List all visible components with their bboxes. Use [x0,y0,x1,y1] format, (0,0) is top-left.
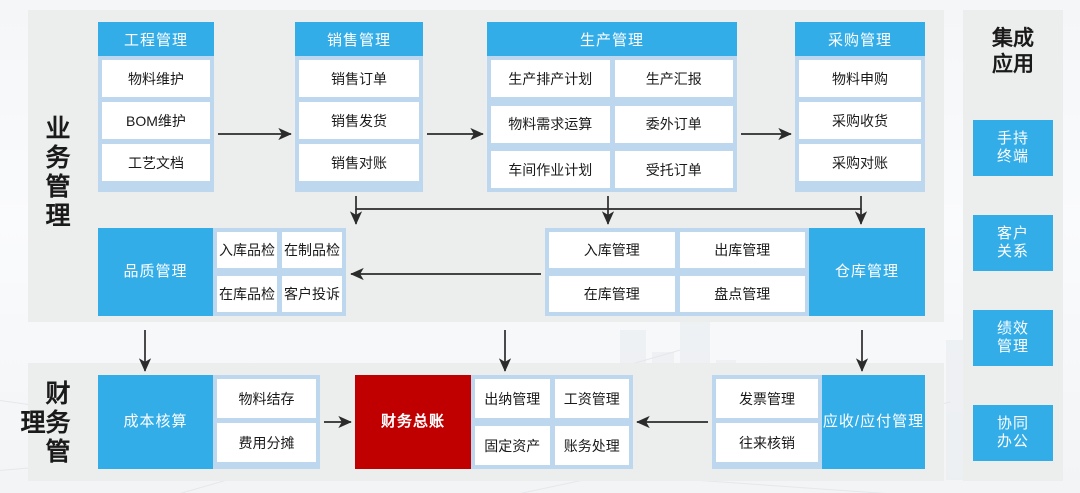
cell-purchase-reconciliation[interactable]: 采购对账 [799,144,921,181]
module-header-production: 生产管理 [487,22,737,56]
cell-outbound-management[interactable]: 出库管理 [679,232,805,268]
module-cells-engineering: 物料维护 BOM维护 工艺文档 [98,56,214,192]
cell-customer-complaint[interactable]: 客户投诉 [282,276,342,312]
cell-settlement-writeoff[interactable]: 往来核销 [716,423,818,462]
module-cells-purchasing: 物料申购 采购收货 采购对账 [795,56,925,192]
module-cells-sales: 销售订单 销售发货 销售对账 [295,56,423,192]
integration-title-line1: 集成 [992,27,1034,50]
module-receivable-payable[interactable]: 发票管理 往来核销 应收/应付 管理 [712,375,925,469]
module-cells-warehouse: 入库管理 出库管理 在库管理 盘点管理 [545,228,809,316]
module-cells-cost: 物料结存 费用分摊 [213,375,320,469]
module-engineering-management[interactable]: 工程管理 物料维护 BOM维护 工艺文档 [98,22,214,192]
module-warehouse-management[interactable]: 入库管理 出库管理 在库管理 盘点管理 仓库管理 [545,228,925,316]
cell-sales-reconciliation[interactable]: 销售对账 [299,144,419,181]
integration-section-title: 集成 应用 [963,26,1063,77]
module-purchasing-management[interactable]: 采购管理 物料申购 采购收货 采购对账 [795,22,925,192]
module-header-receivable-payable: 应收/应付 管理 [822,375,925,469]
cell-outsourcing-order[interactable]: 委外订单 [614,105,733,143]
cell-material-requirement-calc[interactable]: 物料需求运算 [491,105,610,143]
cell-inbound-inspection[interactable]: 入库品检 [217,232,277,268]
cell-production-report[interactable]: 生产汇报 [614,60,733,97]
app-label-line1: 客户 [996,224,1029,242]
module-header-cost-accounting: 成本核算 [98,375,213,469]
app-label-line1: 手持 [996,129,1029,147]
module-header-sales: 销售管理 [295,22,423,56]
app-label-line2: 办公 [996,433,1029,450]
cell-expense-allocation[interactable]: 费用分摊 [217,423,316,462]
cell-fixed-assets[interactable]: 固定资产 [475,426,550,465]
module-header-engineering: 工程管理 [98,22,214,56]
cell-sales-delivery[interactable]: 销售发货 [299,102,419,139]
app-label-line1: 协同 [996,414,1029,432]
cell-material-maintenance[interactable]: 物料维护 [102,60,210,97]
module-general-ledger-cells: 出纳管理 工资管理 固定资产 账务处理 [471,375,633,469]
app-label-line2: 终端 [996,148,1029,165]
receivable-header-line2: 管理 [892,412,925,430]
module-cost-accounting[interactable]: 成本核算 物料结存 费用分摊 [98,375,320,469]
cell-payroll-management[interactable]: 工资管理 [554,379,629,418]
cell-accounting-processing[interactable]: 账务处理 [554,426,629,465]
cell-purchase-receipt[interactable]: 采购收货 [799,102,921,139]
app-label-line1: 绩效 [996,319,1029,337]
receivable-header-line1: 应收/应付 [822,412,893,430]
cell-invoice-management[interactable]: 发票管理 [716,379,818,418]
integration-app-customer-relationship[interactable]: 客户 关系 [973,215,1053,271]
cell-bom-maintenance[interactable]: BOM维护 [102,102,210,139]
app-label-line2: 管理 [996,338,1029,355]
cell-instock-management[interactable]: 在库管理 [549,276,675,312]
integration-title-line2: 应用 [992,52,1034,76]
module-header-general-ledger[interactable]: 财务总账 [355,375,471,469]
finance-section-title: 财务管理 [17,379,70,467]
integration-app-handheld-terminal[interactable]: 手持 终端 [973,120,1053,176]
integration-app-collaborative-office[interactable]: 协同 办公 [973,405,1053,461]
module-cells-quality: 入库品检 在制品检 在库品检 客户投诉 [213,228,346,316]
module-production-management[interactable]: 生产管理 生产排产计划 生产汇报 物料需求运算 委外订单 车间作业计划 受托订单 [487,22,737,192]
module-header-quality: 品质管理 [98,228,213,316]
module-header-purchasing: 采购管理 [795,22,925,56]
cell-stocktaking-management[interactable]: 盘点管理 [679,276,805,312]
app-label-line2: 关系 [996,243,1029,260]
cell-wip-inspection[interactable]: 在制品检 [282,232,342,268]
cell-material-requisition[interactable]: 物料申购 [799,60,921,97]
cell-workshop-job-plan[interactable]: 车间作业计划 [491,151,610,188]
module-cells-ledger: 出纳管理 工资管理 固定资产 账务处理 [471,375,633,469]
business-section-title: 业务管理 [42,114,70,231]
module-cells-receivable: 发票管理 往来核销 [712,375,822,469]
cell-instock-inspection[interactable]: 在库品检 [217,276,277,312]
cell-cashier-management[interactable]: 出纳管理 [475,379,550,418]
cell-inbound-management[interactable]: 入库管理 [549,232,675,268]
cell-material-balance[interactable]: 物料结存 [217,379,316,418]
cell-process-document[interactable]: 工艺文档 [102,144,210,181]
cell-production-schedule-plan[interactable]: 生产排产计划 [491,60,610,97]
cell-sales-order[interactable]: 销售订单 [299,60,419,97]
cell-entrusted-order[interactable]: 受托订单 [614,151,733,188]
module-sales-management[interactable]: 销售管理 销售订单 销售发货 销售对账 [295,22,423,192]
module-quality-management[interactable]: 品质管理 入库品检 在制品检 在库品检 客户投诉 [98,228,346,316]
module-cells-production: 生产排产计划 生产汇报 物料需求运算 委外订单 车间作业计划 受托订单 [487,56,737,192]
module-header-warehouse: 仓库管理 [809,228,925,316]
integration-app-performance-management[interactable]: 绩效 管理 [973,310,1053,366]
